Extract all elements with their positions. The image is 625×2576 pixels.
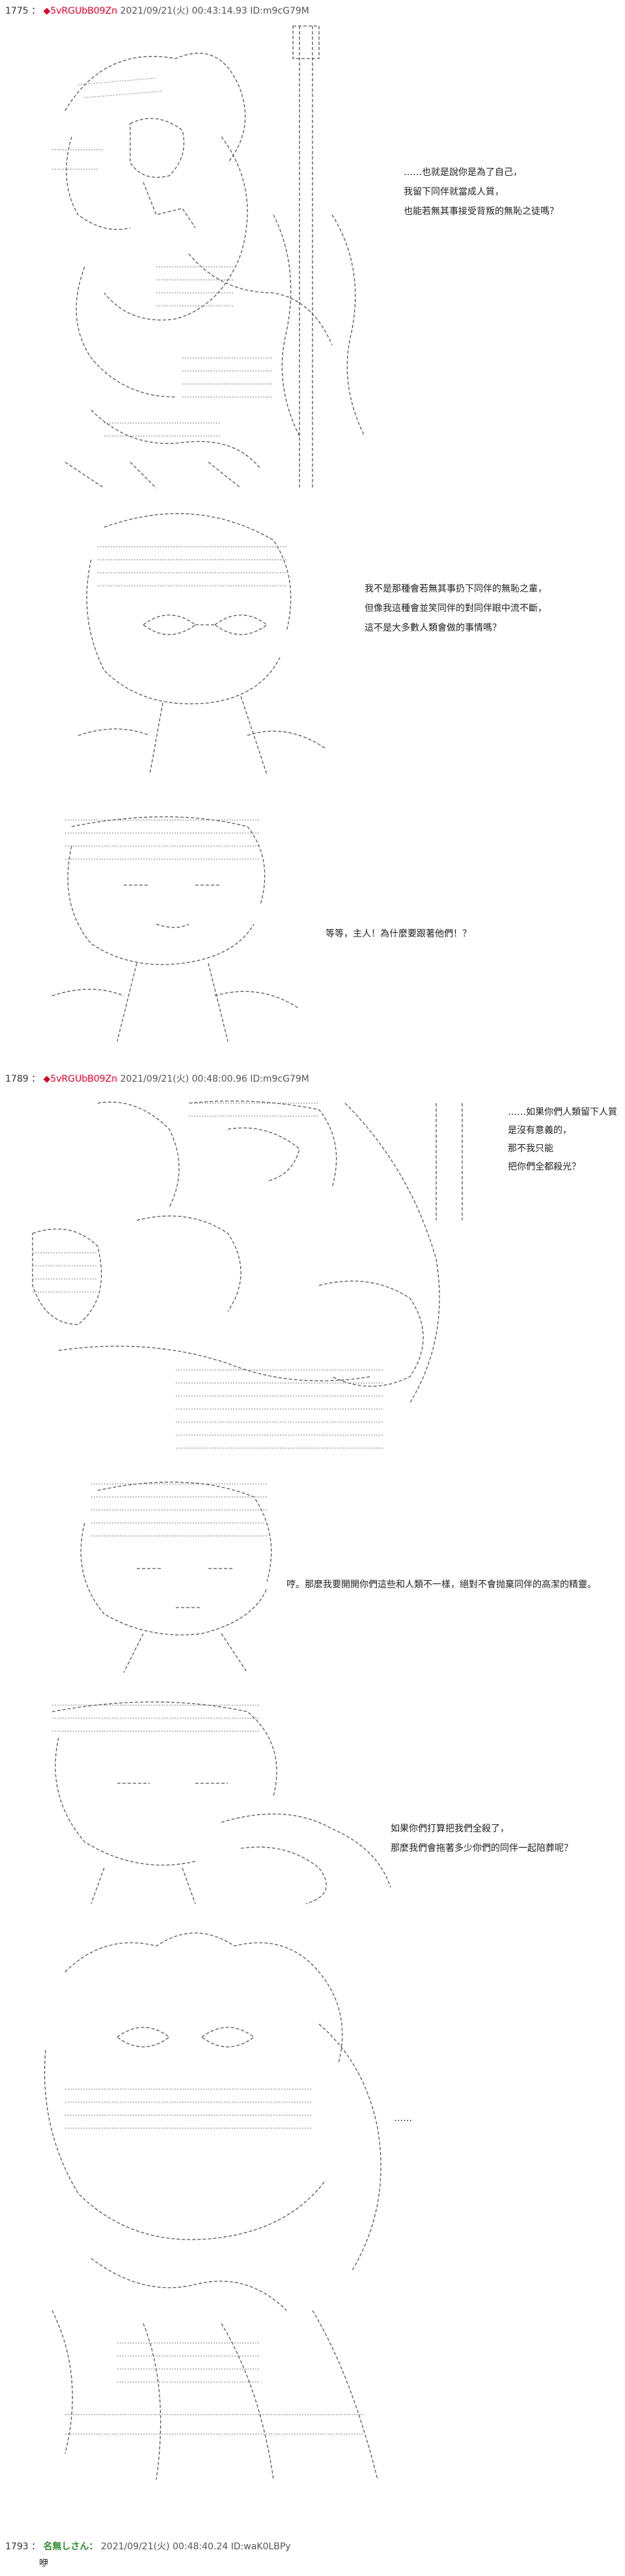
post-id[interactable]: ID:m9cG79M <box>250 1074 309 1084</box>
dialogue-block: ……也就是說你是為了自己， 我留下同伴就當成人質， 也能若無其事接受背叛的無恥之… <box>404 167 559 217</box>
ascii-art-panel <box>26 1692 404 1907</box>
poster-name[interactable]: 5vRGUbB09Z <box>50 6 112 16</box>
dialogue-block: 哼。那麼我要開開你們這些和人類不一樣，絕對不會抛棄同伴的高潔的精靈。 <box>286 1580 596 1590</box>
post-number: 1775 <box>5 6 29 16</box>
post-date: 2021/09/21(火) 00:48:40.24 <box>101 2542 229 2552</box>
ascii-art-figure <box>77 513 326 775</box>
ascii-art-panel <box>52 501 339 788</box>
post-number: 1793 <box>5 2542 29 2552</box>
post-header: 1775 ： ◆5vRGUbB09Zn 2021/09/21(火) 00:43:… <box>5 6 309 16</box>
ascii-art-figure <box>44 1932 382 2480</box>
post-header: 1793 ： 名無しさん： 2021/09/21(火) 00:48:40.24 … <box>5 2542 291 2552</box>
dialogue-block: …… <box>394 2113 412 2124</box>
trip-diamond-icon: ◆ <box>43 6 51 16</box>
dialogue-block: 如果你們打算把我們全殺了， 那麼我們會拖著多少你們的同伴一起陪葬呢？ <box>391 1824 573 1854</box>
post-date: 2021/09/21(火) 00:43:14.93 <box>120 6 247 16</box>
dialogue-block: 等等，主人！為什麼要跟著他們！？ <box>326 929 471 939</box>
ascii-art-figure <box>51 816 300 1042</box>
dialogue-block: ……如果你們人類留下人質 是沒有意義的， 那不我只能 把你們全都殺光？ <box>508 1107 617 1172</box>
ascii-art-figure <box>80 1481 272 1673</box>
post-id[interactable]: ID:m9cG79M <box>250 6 309 16</box>
poster-name[interactable]: 5vRGUbB09Z <box>50 1074 112 1084</box>
ascii-art-panel <box>20 1090 495 1461</box>
trip-diamond-icon: ◆ <box>43 1074 51 1084</box>
reply-body: 咿 <box>39 2558 48 2569</box>
ascii-art-panel <box>26 20 391 495</box>
post-number: 1789 <box>5 1074 29 1084</box>
ascii-art-figure <box>51 1701 391 1904</box>
post-id[interactable]: ID:waK0LBPy <box>230 2542 291 2552</box>
ascii-art-panel <box>26 1920 404 2499</box>
dialogue-block: 我不是那種會若無其事扔下同伴的無恥之輩， 但像我這種會並笑同伴的對同伴眼中流不斷… <box>365 584 547 633</box>
ascii-art-figure <box>52 25 365 489</box>
ascii-art-panel <box>26 801 312 1048</box>
ascii-art-figure <box>32 1101 463 1449</box>
post-header: 1789 ： ◆5vRGUbB09Zn 2021/09/21(火) 00:48:… <box>5 1074 309 1084</box>
poster-name[interactable]: 名無しさん <box>43 2542 89 2552</box>
ascii-art-panel <box>46 1471 319 1673</box>
post-date: 2021/09/21(火) 00:48:00.96 <box>120 1074 247 1084</box>
